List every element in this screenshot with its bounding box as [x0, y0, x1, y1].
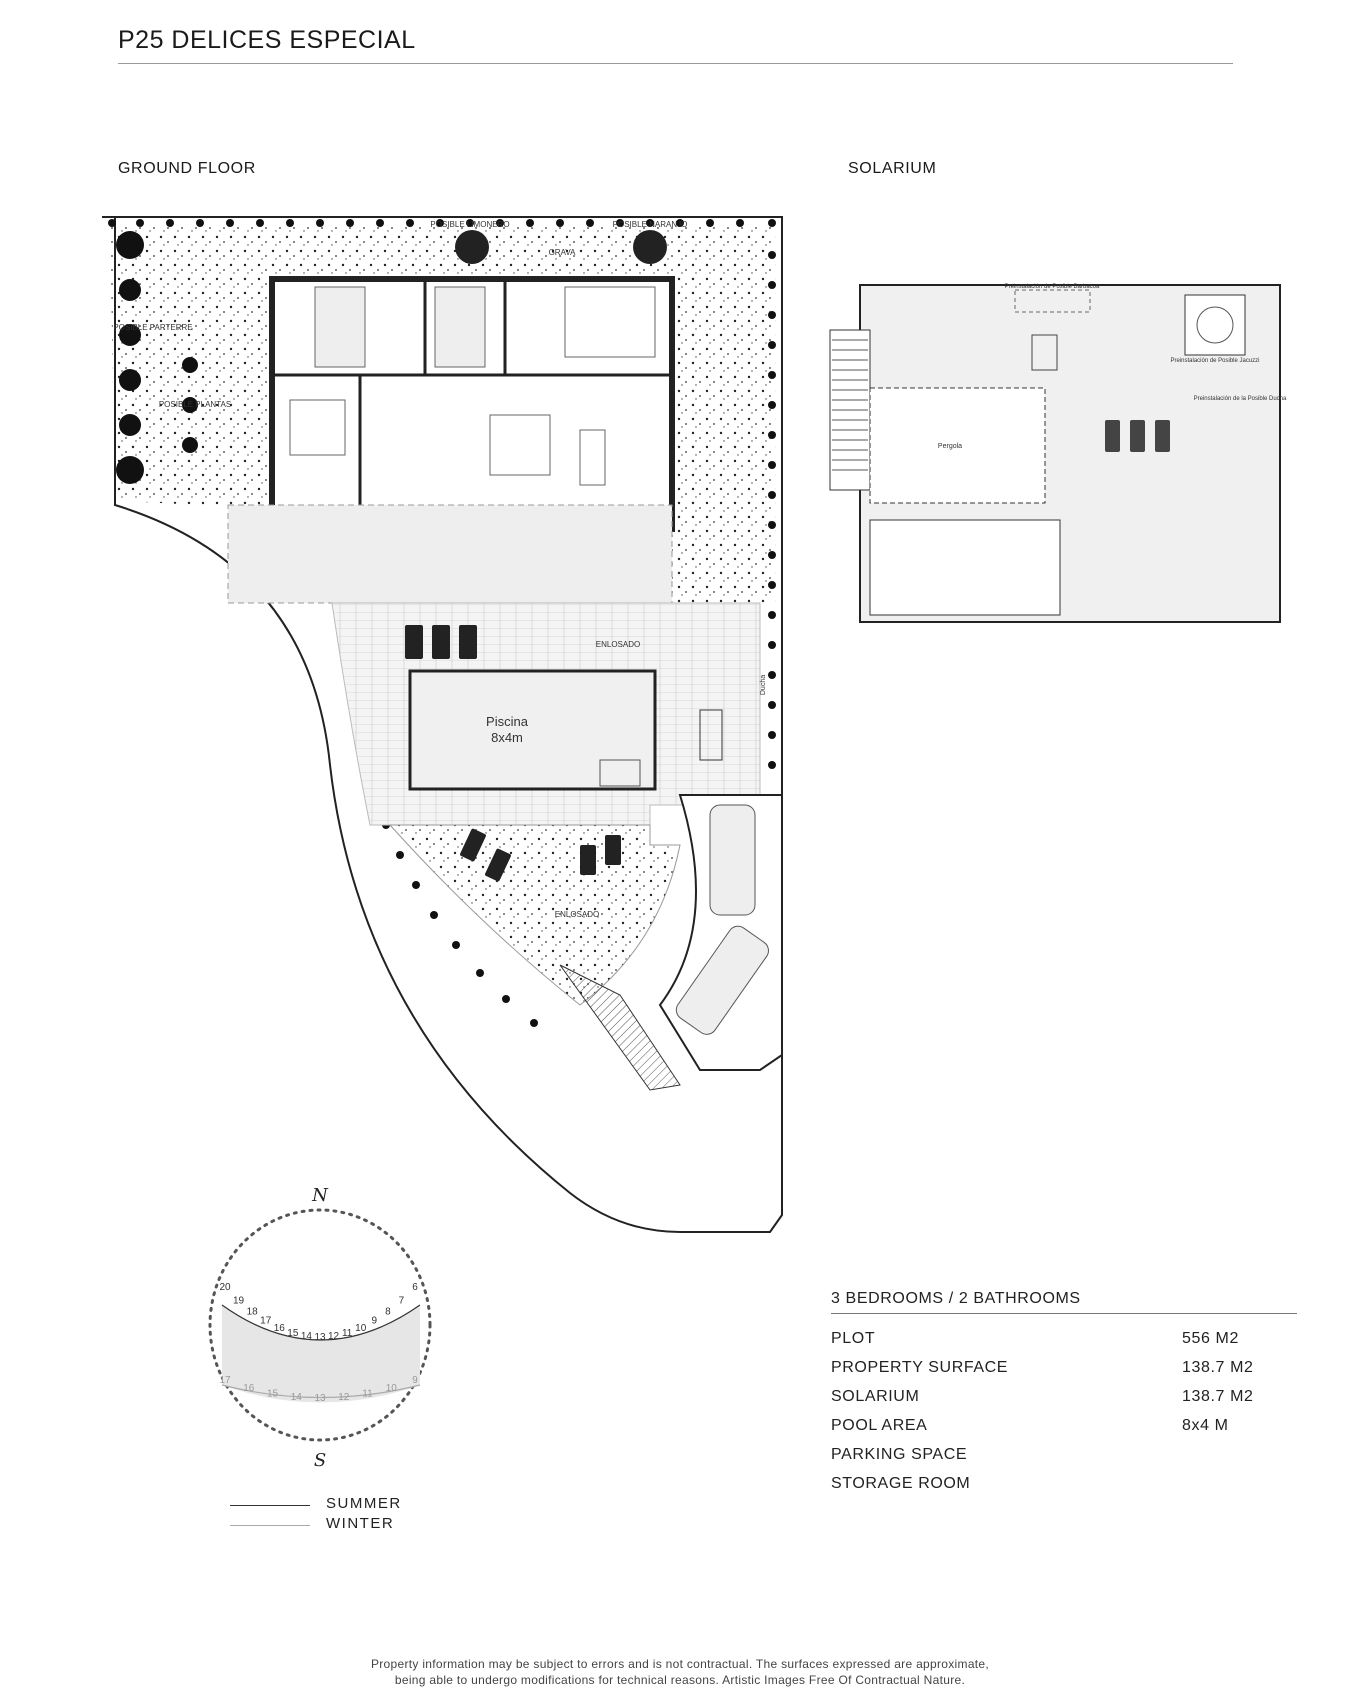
- pergola: [869, 387, 1046, 504]
- spec-row: SOLARIUM 138.7 M2: [831, 1388, 1261, 1417]
- house-footprint: [269, 276, 675, 532]
- label-limonero: POSIBLE LIMONERO: [430, 220, 509, 229]
- spec-value: 138.7 M2: [1182, 1359, 1254, 1376]
- hour-label: 12: [338, 1392, 350, 1403]
- spec-row: PROPERTY SURFACE 138.7 M2: [831, 1359, 1261, 1388]
- page-title: P25 DELICES ESPECIAL: [118, 26, 416, 54]
- north-label: N: [311, 1185, 329, 1206]
- ground-floor-plan: POSIBLE LIMONERO POSIBLE NARANJO GRAVA P…: [102, 216, 783, 1233]
- spec-value: 556 M2: [1182, 1330, 1239, 1347]
- lemon-tree: [455, 230, 489, 264]
- label-enlosado-top: ENLOSADO: [596, 640, 640, 649]
- disclaimer: Property information may be subject to e…: [250, 1656, 1110, 1688]
- hour-label: 9: [372, 1316, 378, 1327]
- spec-row: PLOT 556 M2: [831, 1330, 1261, 1359]
- spec-label: STORAGE ROOM: [831, 1475, 971, 1492]
- hour-label: 15: [287, 1328, 299, 1339]
- car-2: [675, 925, 769, 1035]
- hour-label: 11: [362, 1389, 373, 1400]
- sun-loungers-top: [405, 625, 477, 659]
- hour-label: 15: [267, 1389, 279, 1400]
- hour-label: 17: [260, 1316, 272, 1327]
- label-pergola: Pergola: [938, 443, 962, 450]
- spec-label: PLOT: [831, 1330, 876, 1347]
- specs-divider: [831, 1313, 1297, 1314]
- winter-arc: [221, 1384, 421, 1399]
- hour-label: 7: [399, 1295, 405, 1306]
- hour-label: 9: [412, 1375, 418, 1386]
- label-ducha-solarium: Preinstalación de la Posible Ducha: [1194, 396, 1287, 402]
- winter-hour-labels: 17 16 15 14 13 12 11 10 9: [219, 1375, 418, 1404]
- pool-size-label: 8x4m: [491, 730, 523, 745]
- disclaimer-line-1: Property information may be subject to e…: [370, 1657, 990, 1671]
- title-divider: [118, 63, 1233, 64]
- label-jacuzzi: Preinstalación de Posible Jacuzzi: [1170, 358, 1259, 364]
- hour-label: 16: [274, 1323, 286, 1334]
- spec-label: POOL AREA: [831, 1417, 928, 1434]
- car-1: [709, 804, 756, 916]
- jacuzzi: [1184, 294, 1246, 356]
- horizon-circle: [208, 1208, 432, 1442]
- hour-label: 10: [355, 1323, 367, 1334]
- hour-label: 8: [385, 1306, 391, 1317]
- south-label: S: [314, 1450, 326, 1471]
- hour-label: 11: [342, 1328, 353, 1339]
- spec-label: PROPERTY SURFACE: [831, 1359, 1009, 1376]
- winter-legend-line: [230, 1525, 310, 1526]
- orange-tree: [633, 230, 667, 264]
- hour-label: 14: [291, 1392, 303, 1403]
- hour-label: 13: [314, 1332, 326, 1343]
- summer-legend-label: SUMMER: [326, 1495, 402, 1512]
- spec-label: SOLARIUM: [831, 1388, 920, 1405]
- spec-value: 8x4 M: [1182, 1417, 1229, 1434]
- label-ducha: Ducha: [760, 675, 767, 695]
- label-grava: GRAVA: [549, 248, 576, 257]
- hour-label: 18: [247, 1306, 259, 1317]
- solarium-label: SOLARIUM: [848, 160, 937, 177]
- label-enlosado-bottom: ENLOSADO: [555, 910, 599, 919]
- label-barbacoa: Preinstalación de Posible Barbacoa: [1005, 284, 1100, 290]
- hour-label: 6: [412, 1282, 418, 1293]
- hour-label: 14: [301, 1331, 313, 1342]
- hour-label: 10: [386, 1383, 398, 1394]
- summer-arc: [221, 1304, 421, 1341]
- summer-legend-line: [230, 1505, 310, 1506]
- disclaimer-line-2: being able to undergo modifications for …: [394, 1673, 966, 1687]
- tree-shrubs: [116, 231, 198, 484]
- specs-heading: 3 BEDROOMS / 2 BATHROOMS: [831, 1290, 1081, 1307]
- hour-label: 13: [314, 1393, 326, 1404]
- spec-value: 138.7 M2: [1182, 1388, 1254, 1405]
- hour-label: 16: [243, 1383, 255, 1394]
- pool-label: Piscina: [486, 714, 529, 729]
- spec-label: PARKING SPACE: [831, 1446, 968, 1463]
- solarium-plan: Preinstalación de Posible Barbacoa Prein…: [829, 284, 1287, 623]
- label-parterre: POSIBLE PARTERRE: [113, 323, 192, 332]
- label-plantas: POSIBLE PLANTAS: [159, 400, 231, 409]
- hour-label: 17: [219, 1375, 231, 1386]
- hour-label: 20: [219, 1282, 231, 1293]
- solarium-loungers: [1105, 420, 1170, 452]
- pool: [408, 669, 657, 791]
- hour-label: 19: [233, 1295, 245, 1306]
- hour-label: 12: [328, 1331, 340, 1342]
- winter-legend-label: WINTER: [326, 1515, 395, 1532]
- spec-row: PARKING SPACE: [831, 1446, 1261, 1475]
- spec-row: STORAGE ROOM: [831, 1475, 1261, 1504]
- sun-loungers-bottom: [460, 828, 621, 882]
- spec-row: POOL AREA 8x4 M: [831, 1417, 1261, 1446]
- ground-floor-label: GROUND FLOOR: [118, 160, 256, 177]
- label-naranjo: POSIBLE NARANJO: [613, 220, 688, 229]
